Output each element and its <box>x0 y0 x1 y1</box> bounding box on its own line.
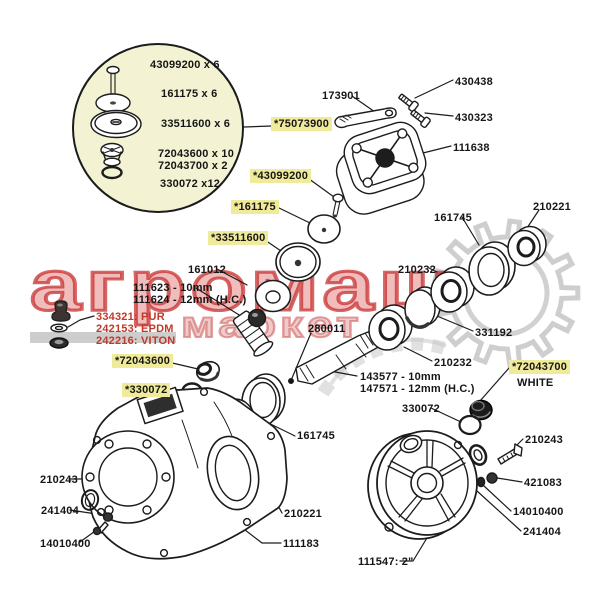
part-label: 421083 <box>524 477 562 489</box>
kit-balloon <box>72 43 244 213</box>
bearing-210232-upper-drawing <box>430 266 475 313</box>
lever-drawing <box>334 107 397 129</box>
kit-bolt-icon <box>106 65 120 97</box>
valve-cover-drawing <box>335 121 427 215</box>
part-label: 147571 - 12mm (H.C.) <box>360 383 475 395</box>
material-label-viton: 242216: VITON <box>96 335 176 347</box>
part-label-highlighted: *43099200 <box>250 169 312 183</box>
part-label-highlighted: *72043700 <box>509 360 571 374</box>
washer-14010400-right-drawing <box>476 476 486 488</box>
part-label: 111547: 2" <box>358 556 414 568</box>
seal-161745-upper-drawing <box>468 241 516 296</box>
kit-washer-icon <box>95 93 131 113</box>
kit-item-label: 43099200 x 6 <box>150 59 220 71</box>
kit-item-label: 72043600 x 10 <box>158 148 235 160</box>
part-label: 241404 <box>41 505 79 517</box>
part-label: 210221 <box>533 201 571 213</box>
kit-item-label: 161175 x 6 <box>161 88 218 100</box>
part-label: 161745 <box>297 430 335 442</box>
part-label: 143577 - 10mm <box>360 371 441 383</box>
part-label: 210232 <box>398 264 436 276</box>
part-label-highlighted: *33511600 <box>208 231 269 245</box>
part-label: 111623 - 10mm <box>133 282 213 294</box>
kit-diaphragm-icon <box>90 109 142 139</box>
part-label: 210221 <box>284 508 322 520</box>
nut-421083-drawing <box>486 472 498 484</box>
bolt-430323-drawing <box>410 109 431 128</box>
pump-body-drawing <box>81 386 288 560</box>
kit-item-label: 72043700 x 2 <box>158 160 228 172</box>
material-label-epdm: 242153: EPDM <box>96 323 174 335</box>
part-label-highlighted: *330072 <box>122 383 171 397</box>
bolt-14010400-left-drawing <box>92 521 109 536</box>
part-label: 14010400 <box>513 506 564 518</box>
bearing-210221-upper-drawing <box>507 225 547 267</box>
part-label-highlighted: *75073900 <box>271 117 333 131</box>
valve-assembly-drawing <box>232 308 274 357</box>
oring-242216-drawing <box>49 337 69 349</box>
oring-330072-right-drawing <box>458 414 482 436</box>
bolt-43099200-drawing <box>332 193 344 218</box>
kit-valve-icon <box>100 142 124 167</box>
part-label: 111638 <box>453 142 490 154</box>
kit-item-label: 330072 x12 <box>160 178 221 190</box>
part-label: 430323 <box>455 112 493 124</box>
cap-72043600-drawing <box>195 360 221 382</box>
part-label-highlighted: *161175 <box>231 200 279 214</box>
plug-241404-left-drawing <box>102 512 114 522</box>
kit-oring-icon <box>101 165 123 180</box>
washer-242153-drawing <box>50 323 68 333</box>
bolt-210243-right-drawing <box>497 443 523 465</box>
diaphragm-33511600-drawing <box>275 242 321 282</box>
part-label: 161012 <box>188 264 226 276</box>
key-280011-drawing <box>288 378 295 385</box>
part-label-highlighted: *72043600 <box>112 354 174 368</box>
grommet-334321-drawing <box>51 300 71 322</box>
part-label: 280011 <box>308 323 346 335</box>
part-label: 210243 <box>40 474 78 486</box>
watermark-bar <box>30 332 176 343</box>
part-label: 330072 <box>402 403 440 415</box>
kit-item-label: 33511600 x 6 <box>161 118 231 130</box>
part-label: 161745 <box>434 212 472 224</box>
material-label-pur: 334321: PUR <box>96 311 165 323</box>
bolt-430438-drawing <box>398 93 419 112</box>
part-label: 111624 - 12mm (H.C.) <box>133 294 247 306</box>
part-label: 14010400 <box>40 538 91 550</box>
part-label: 173901 <box>322 90 360 102</box>
washer-161175-drawing <box>307 214 341 244</box>
part-label: 210243 <box>525 434 563 446</box>
part-label: 241404 <box>523 526 561 538</box>
part-label-white-variant: WHITE <box>517 377 554 389</box>
part-label: 331192 <box>475 327 513 339</box>
seal-small-right-drawing <box>468 444 488 466</box>
part-label: 210232 <box>434 357 472 369</box>
part-label: 111183 <box>283 538 320 550</box>
round-cover-drawing <box>367 430 478 540</box>
cap-72043700-drawing <box>469 399 493 421</box>
bearing-210232-on-shaft-drawing <box>368 304 413 351</box>
part-label: 430438 <box>455 76 493 88</box>
diaphragm-161012-drawing <box>254 279 292 313</box>
oring-210243-left-drawing <box>80 489 100 511</box>
